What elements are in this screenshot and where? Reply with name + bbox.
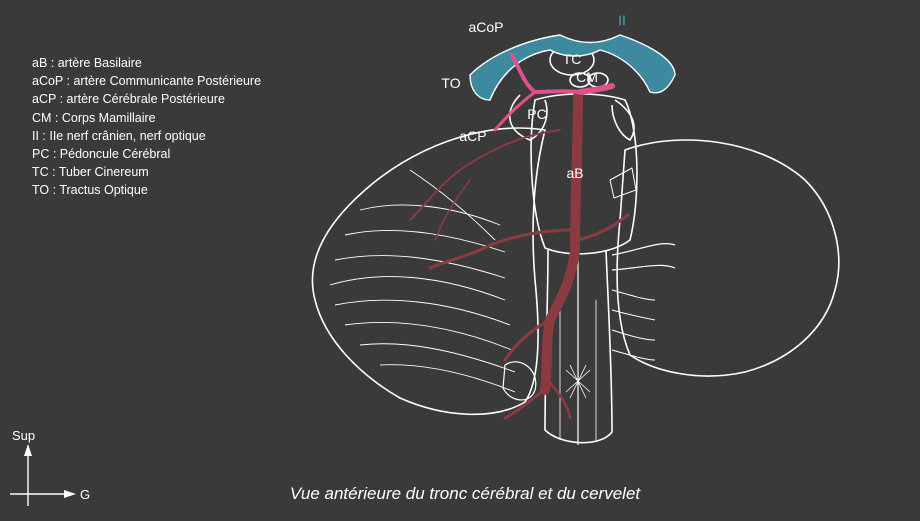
pons [530,93,638,255]
legend-item-pc: PC : Pédoncule Cérébral [32,147,171,162]
legend-item-cm: CM : Corps Mamillaire [32,110,156,125]
right-cerebellar-hemisphere [616,139,840,377]
optic-tract [469,34,676,101]
legend-item-acp: aCP : artère Cérébrale Postérieure [32,92,225,107]
legend-item-tc: TC : Tuber Cinereum [32,165,149,180]
figure-caption: Vue antérieure du tronc cérébral et du c… [289,484,641,503]
legend-item-acop: aCoP : artère Communicante Postérieure [32,74,262,89]
orientation-g-label: G [80,487,91,502]
left-cerebellar-hemisphere [311,127,546,416]
label-cm: CM [576,69,598,85]
mamillary-body [569,72,591,88]
label-tc: TC [563,51,582,67]
label-acop: aCoP [468,19,503,35]
orientation-sup-label: Sup [12,428,36,443]
legend: aB : artère Basilaire aCoP : artère Comm… [32,54,261,200]
basilar-artery [540,90,583,395]
label-acp: aCP [459,128,486,144]
label-to: TO [441,75,460,91]
legend-item-to: TO : Tractus Optique [32,183,148,198]
legend-item-ii: II : IIe nerf crânien, nerf optique [32,128,206,143]
label-ab: aB [566,165,583,181]
cerebral-peduncle [508,94,548,141]
label-nerve-ii: II [618,12,626,28]
label-pc: PC [527,106,546,122]
legend-item-ab: aB : artère Basilaire [32,56,142,70]
